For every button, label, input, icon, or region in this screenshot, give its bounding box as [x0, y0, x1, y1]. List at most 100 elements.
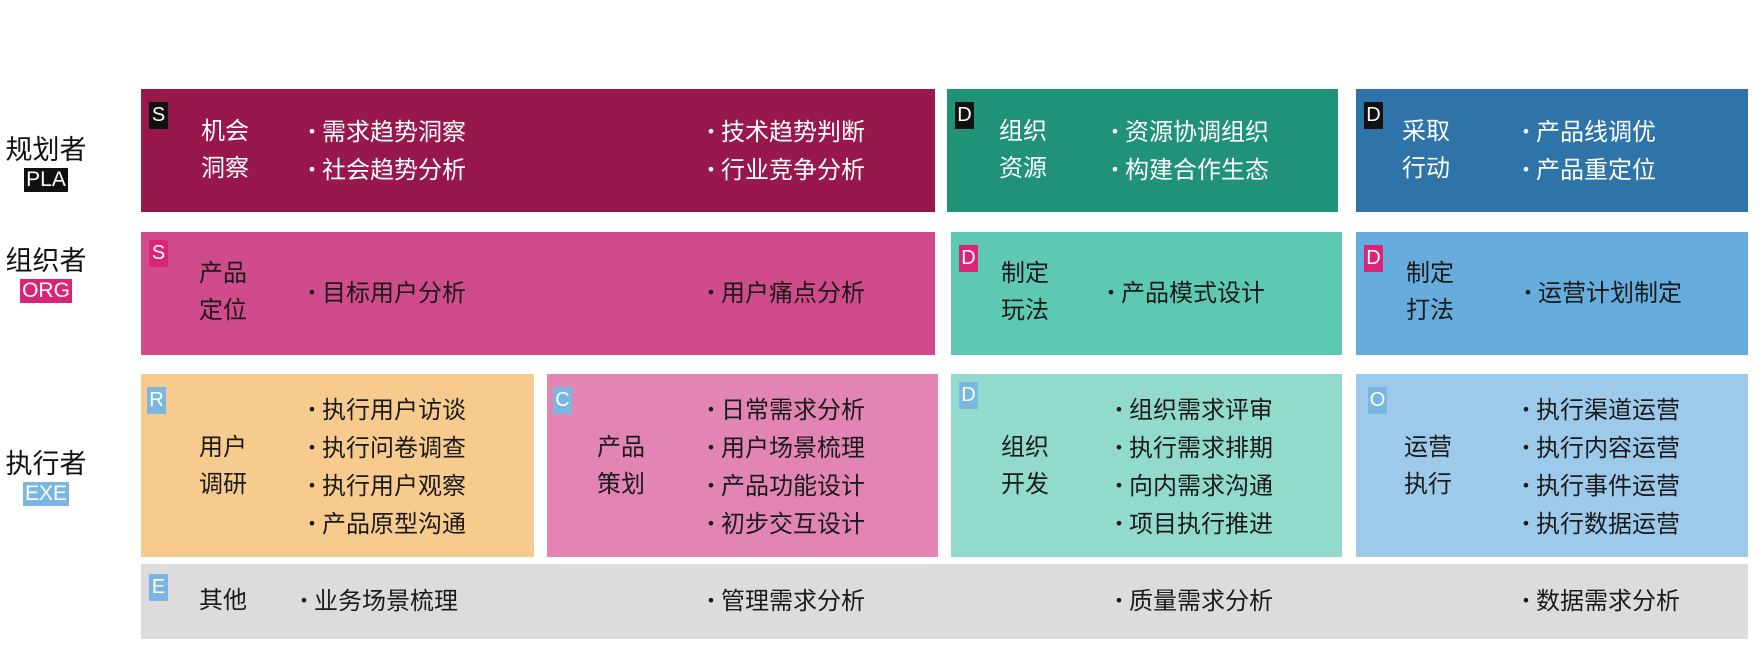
card-opportunity-insight: S 机会 洞察 需求趋势洞察 社会趋势分析 技术趋势判断 行业竞争分析 — [141, 89, 935, 212]
card-research-badge: R — [147, 387, 166, 414]
card-research-list: 执行用户访谈 执行问卷调查 执行用户观察 产品原型沟通 — [302, 391, 466, 543]
role-planner-name: 规划者 — [5, 135, 87, 166]
card-positioning-title: 产品 定位 — [199, 255, 247, 329]
list-item: 构建合作生态 — [1105, 151, 1269, 189]
list-item: 质量需求分析 — [1109, 582, 1273, 620]
card-org-resource-list: 资源协调组织 构建合作生态 — [1105, 113, 1269, 189]
card-org-resource-title: 组织 资源 — [999, 113, 1047, 187]
list-item: 技术趋势判断 — [701, 113, 865, 151]
card-tactics-list: 运营计划制定 — [1518, 274, 1682, 312]
list-item: 执行内容运营 — [1516, 429, 1680, 467]
title-line: 调研 — [199, 470, 247, 498]
card-other-item-2: 管理需求分析 — [701, 582, 865, 620]
card-other-item-4: 数据需求分析 — [1516, 582, 1680, 620]
role-organizer-code: ORG — [20, 279, 72, 303]
title-line: 行动 — [1402, 154, 1450, 182]
list-item: 执行数据运营 — [1516, 505, 1680, 543]
card-planning-list: 日常需求分析 用户场景梳理 产品功能设计 初步交互设计 — [701, 391, 865, 543]
card-development-title: 组织 开发 — [1001, 429, 1049, 503]
card-other-item-1: 业务场景梳理 — [294, 582, 458, 620]
title-line: 用户 — [199, 433, 247, 461]
role-planner-code: PLA — [24, 168, 68, 192]
title-line: 采取 — [1402, 117, 1450, 145]
title-line: 制定 — [1406, 259, 1454, 287]
list-item: 资源协调组织 — [1105, 113, 1269, 151]
card-other-item-3: 质量需求分析 — [1109, 582, 1273, 620]
list-item: 目标用户分析 — [302, 274, 466, 312]
list-item: 组织需求评审 — [1109, 391, 1273, 429]
card-product-planning: C 产品 策划 日常需求分析 用户场景梳理 产品功能设计 初步交互设计 — [547, 374, 938, 557]
title-line: 执行 — [1404, 470, 1452, 498]
card-rules-title: 制定 玩法 — [1001, 255, 1049, 329]
title-line: 其他 — [199, 586, 247, 614]
card-user-research: R 用户 调研 执行用户访谈 执行问卷调查 执行用户观察 产品原型沟通 — [141, 374, 534, 557]
card-take-action-title: 采取 行动 — [1402, 113, 1450, 187]
role-planner: 规划者 PLA — [0, 134, 92, 192]
list-item: 用户场景梳理 — [701, 429, 865, 467]
list-item: 产品线调优 — [1516, 113, 1656, 151]
card-org-resource: D 组织 资源 资源协调组织 构建合作生态 — [947, 89, 1338, 212]
title-line: 制定 — [1001, 259, 1049, 287]
role-organizer-name: 组织者 — [5, 246, 87, 277]
card-set-rules: D 制定 玩法 产品模式设计 — [951, 232, 1342, 355]
card-operation-execution: O 运营 执行 执行渠道运营 执行内容运营 执行事件运营 执行数据运营 — [1356, 374, 1748, 557]
title-line: 洞察 — [201, 154, 249, 182]
card-research-title: 用户 调研 — [199, 429, 247, 503]
card-other-badge: E — [149, 574, 168, 601]
role-executor-code: EXE — [22, 482, 70, 506]
title-line: 组织 — [999, 117, 1047, 145]
list-item: 业务场景梳理 — [294, 582, 458, 620]
title-line: 开发 — [1001, 470, 1049, 498]
title-line: 产品 — [199, 259, 247, 287]
title-line: 组织 — [1001, 433, 1049, 461]
card-org-development: D 组织 开发 组织需求评审 执行需求排期 向内需求沟通 项目执行推进 — [951, 374, 1342, 557]
list-item: 执行渠道运营 — [1516, 391, 1680, 429]
card-other: E 其他 业务场景梳理 管理需求分析 质量需求分析 数据需求分析 — [141, 564, 1748, 639]
card-rules-badge: D — [959, 245, 978, 272]
card-positioning-list-right: 用户痛点分析 — [701, 274, 865, 312]
list-item: 用户痛点分析 — [701, 274, 865, 312]
card-planning-title: 产品 策划 — [597, 429, 645, 503]
list-item: 项目执行推进 — [1109, 505, 1273, 543]
list-item: 执行用户观察 — [302, 467, 466, 505]
list-item: 执行需求排期 — [1109, 429, 1273, 467]
list-item: 初步交互设计 — [701, 505, 865, 543]
list-item: 社会趋势分析 — [302, 151, 466, 189]
card-other-title: 其他 — [199, 582, 247, 619]
list-item: 需求趋势洞察 — [302, 113, 466, 151]
list-item: 产品原型沟通 — [302, 505, 466, 543]
title-line: 策划 — [597, 470, 645, 498]
list-item: 产品模式设计 — [1101, 274, 1265, 312]
list-item: 向内需求沟通 — [1109, 467, 1273, 505]
list-item: 执行事件运营 — [1516, 467, 1680, 505]
title-line: 运营 — [1404, 433, 1452, 461]
title-line: 玩法 — [1001, 296, 1049, 324]
card-operation-badge: O — [1368, 387, 1387, 414]
card-tactics-title: 制定 打法 — [1406, 255, 1454, 329]
title-line: 机会 — [201, 117, 249, 145]
card-take-action-badge: D — [1364, 102, 1383, 129]
card-development-badge: D — [959, 382, 978, 409]
card-opportunity-list-left: 需求趋势洞察 社会趋势分析 — [302, 113, 466, 189]
card-opportunity-list-right: 技术趋势判断 行业竞争分析 — [701, 113, 865, 189]
title-line: 产品 — [597, 433, 645, 461]
card-development-list: 组织需求评审 执行需求排期 向内需求沟通 项目执行推进 — [1109, 391, 1273, 543]
card-tactics-badge: D — [1364, 245, 1383, 272]
card-take-action-list: 产品线调优 产品重定位 — [1516, 113, 1656, 189]
list-item: 执行用户访谈 — [302, 391, 466, 429]
card-operation-list: 执行渠道运营 执行内容运营 执行事件运营 执行数据运营 — [1516, 391, 1680, 543]
list-item: 产品功能设计 — [701, 467, 865, 505]
role-executor: 执行者 EXE — [0, 448, 92, 506]
list-item: 产品重定位 — [1516, 151, 1656, 189]
list-item: 运营计划制定 — [1518, 274, 1682, 312]
card-operation-title: 运营 执行 — [1404, 429, 1452, 503]
role-executor-name: 执行者 — [5, 449, 87, 480]
card-product-positioning: S 产品 定位 目标用户分析 用户痛点分析 — [141, 232, 935, 355]
list-item: 管理需求分析 — [701, 582, 865, 620]
list-item: 执行问卷调查 — [302, 429, 466, 467]
title-line: 定位 — [199, 296, 247, 324]
card-opportunity-badge: S — [149, 102, 168, 129]
card-rules-list: 产品模式设计 — [1101, 274, 1265, 312]
list-item: 数据需求分析 — [1516, 582, 1680, 620]
role-organizer: 组织者 ORG — [0, 245, 92, 303]
